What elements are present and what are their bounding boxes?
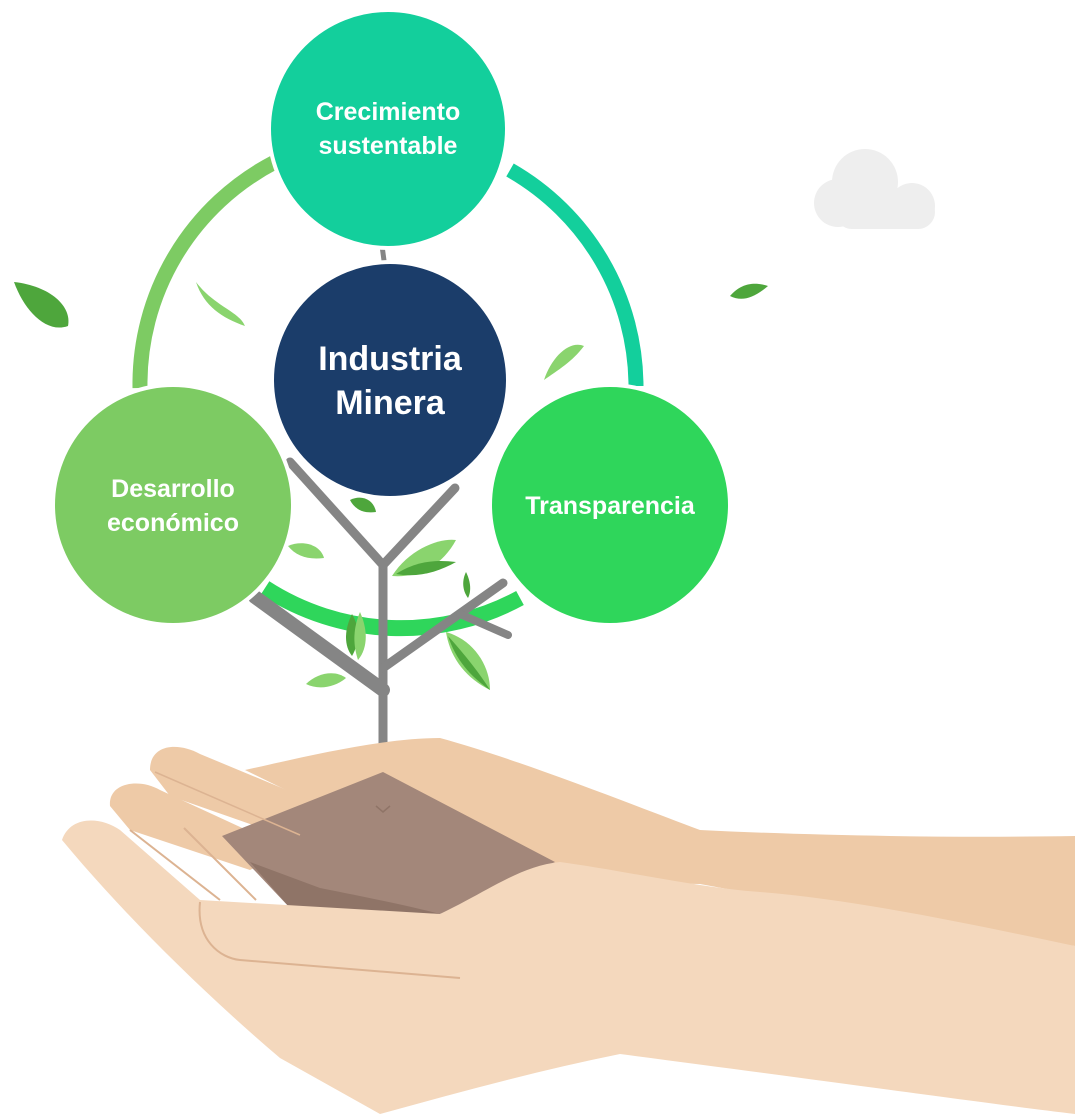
open-hand-icon: [62, 738, 1075, 1114]
leaf-icon: [350, 497, 376, 513]
sapling-icon: [248, 235, 512, 795]
ring-bottom-arc: [260, 581, 524, 637]
node-industria-label-line2: Minera: [335, 384, 446, 422]
node-crecimiento-sustentable: Crecimiento sustentable: [267, 8, 509, 250]
ring-left-arc: [132, 155, 279, 389]
floating-leaves: [14, 282, 768, 559]
leaf-icon: [544, 344, 584, 380]
leaf-icon: [306, 673, 346, 688]
node-transparencia: Transparencia: [488, 383, 732, 627]
node-crecimiento-label-line2: sustentable: [319, 132, 458, 160]
ring-right-arc: [506, 163, 644, 387]
leaf-icon: [730, 283, 768, 299]
soil: [222, 772, 555, 914]
node-desarrollo-label-line2: económico: [107, 509, 239, 537]
leaf-icon: [196, 282, 245, 326]
leaf-icon: [448, 636, 490, 690]
leaf-icon: [392, 539, 456, 577]
node-desarrollo-economico: Desarrollo económico: [51, 383, 295, 627]
node-industria-minera: Industria Minera: [270, 260, 510, 500]
cycle-ring: [132, 155, 644, 637]
leaf-icon: [14, 282, 69, 328]
node-transparencia-label: Transparencia: [525, 492, 696, 520]
node-industria-label-line1: Industria: [318, 340, 463, 378]
leaf-icon: [396, 561, 456, 576]
leaf-icon: [354, 612, 366, 660]
tree-leaves: [306, 539, 490, 690]
node-crecimiento-label-line1: Crecimiento: [316, 98, 460, 126]
cloud-icon: [814, 149, 935, 229]
leaf-icon: [463, 572, 471, 598]
leaf-icon: [288, 543, 324, 559]
node-desarrollo-label-line1: Desarrollo: [111, 475, 235, 503]
